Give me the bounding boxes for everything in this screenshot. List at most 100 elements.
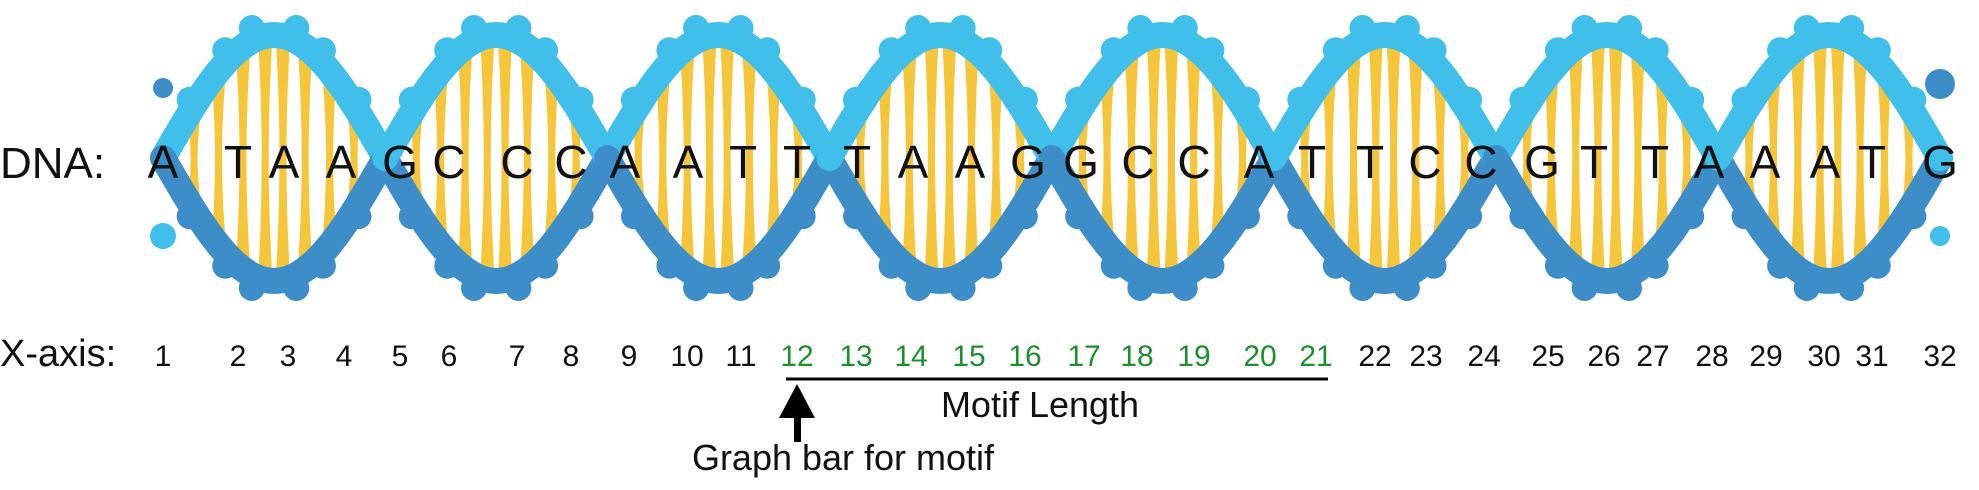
helix-bead bbox=[283, 15, 310, 42]
helix-bead bbox=[620, 203, 647, 230]
helix-bead bbox=[976, 37, 1003, 64]
base-pair-rung bbox=[480, 41, 495, 275]
helix-bead bbox=[1793, 15, 1820, 42]
helix-bead bbox=[1642, 252, 1669, 279]
helix-bead bbox=[176, 203, 203, 230]
helix-bead bbox=[1011, 203, 1038, 230]
dna-helix bbox=[150, 15, 1955, 301]
dna-label: DNA: bbox=[0, 139, 105, 188]
helix-bead bbox=[754, 252, 781, 279]
position-number: 6 bbox=[441, 340, 458, 373]
base-pair-rung bbox=[1766, 77, 1781, 239]
position-number: 8 bbox=[563, 340, 580, 373]
helix-bead bbox=[345, 86, 372, 113]
base-pair-rung bbox=[1386, 41, 1401, 275]
base-pair-rung bbox=[544, 77, 559, 239]
dna-base: A bbox=[610, 136, 641, 188]
position-number: 26 bbox=[1587, 340, 1620, 373]
helix-bead bbox=[212, 252, 239, 279]
helix-bead bbox=[212, 37, 239, 64]
helix-bead bbox=[878, 37, 905, 64]
position-number: 2 bbox=[230, 340, 247, 373]
helix-bead bbox=[789, 86, 816, 113]
helix-bead bbox=[1100, 37, 1127, 64]
dna-base: T bbox=[1858, 136, 1886, 188]
dna-base: A bbox=[898, 136, 929, 188]
position-number: 7 bbox=[509, 340, 526, 373]
base-pair-rung bbox=[942, 41, 957, 275]
helix-bead bbox=[1065, 203, 1092, 230]
dna-base: C bbox=[432, 136, 465, 188]
base-pair-rung bbox=[1368, 41, 1383, 275]
motif-position-number: 12 bbox=[780, 340, 813, 373]
helix-bead bbox=[1127, 274, 1154, 301]
dna-base: T bbox=[783, 136, 811, 188]
dna-base: A bbox=[1810, 136, 1841, 188]
helix-bead bbox=[1065, 86, 1092, 113]
motif-position-number: 16 bbox=[1008, 340, 1041, 373]
helix-bead bbox=[1349, 274, 1376, 301]
motif-position-number: 13 bbox=[839, 340, 872, 373]
helix-bead bbox=[843, 86, 870, 113]
motif-position-number: 19 bbox=[1177, 340, 1210, 373]
base-pair-rung bbox=[964, 52, 979, 264]
helix-bead bbox=[683, 274, 710, 301]
helix-bead bbox=[1509, 203, 1536, 230]
helix-bead bbox=[1731, 86, 1758, 113]
base-pair-rung bbox=[1608, 41, 1623, 275]
helix-bead bbox=[1616, 274, 1643, 301]
helix-bead bbox=[1678, 203, 1705, 230]
dna-base: C bbox=[500, 136, 533, 188]
helix-bead bbox=[505, 274, 532, 301]
helix-bead bbox=[1900, 86, 1927, 113]
dna-base: T bbox=[224, 136, 252, 188]
position-number: 27 bbox=[1636, 340, 1669, 373]
helix-bead bbox=[1616, 15, 1643, 42]
helix-bead bbox=[532, 252, 559, 279]
helix-bead bbox=[1456, 86, 1483, 113]
base-pair-rung bbox=[458, 52, 473, 264]
arrow-up-icon bbox=[779, 384, 815, 442]
dna-base: T bbox=[1641, 136, 1669, 188]
base-pair-rung bbox=[322, 77, 337, 239]
position-number: 29 bbox=[1749, 340, 1782, 373]
base-pair-rung bbox=[877, 77, 892, 239]
motif-position-number: 21 bbox=[1299, 340, 1332, 373]
base-pair-rung bbox=[680, 52, 695, 264]
base-pair-rung bbox=[520, 52, 535, 264]
position-number: 23 bbox=[1409, 340, 1442, 373]
dna-base: T bbox=[1356, 136, 1384, 188]
helix-bead bbox=[620, 86, 647, 113]
base-pair-rung bbox=[902, 52, 917, 264]
helix-bead bbox=[1767, 37, 1794, 64]
base-pair-rung bbox=[1164, 41, 1179, 275]
dna-base: A bbox=[269, 136, 300, 188]
position-number: 4 bbox=[336, 340, 353, 373]
helix-bead bbox=[1198, 37, 1225, 64]
dna-base: A bbox=[1244, 136, 1275, 188]
base-pair-rung bbox=[211, 77, 226, 239]
helix-bead bbox=[1864, 252, 1891, 279]
dna-base: G bbox=[1010, 136, 1046, 188]
dna-base: C bbox=[554, 136, 587, 188]
helix-bead bbox=[567, 203, 594, 230]
helix-bead bbox=[398, 203, 425, 230]
helix-bead bbox=[1509, 86, 1536, 113]
helix-bead bbox=[1678, 86, 1705, 113]
helix-bead bbox=[1544, 252, 1571, 279]
base-pair-rung bbox=[1630, 52, 1645, 264]
dna-base: C bbox=[1177, 136, 1210, 188]
base-pair-rung bbox=[1877, 77, 1892, 239]
position-number: 32 bbox=[1923, 340, 1956, 373]
helix-bead bbox=[1198, 252, 1225, 279]
base-pair-rung bbox=[275, 41, 290, 275]
motif-position-number: 15 bbox=[952, 340, 985, 373]
motif-length-label: Motif Length bbox=[941, 384, 1139, 425]
helix-bead bbox=[176, 86, 203, 113]
helix-bead bbox=[949, 15, 976, 42]
graph-bar-label: Graph bar for motif bbox=[692, 437, 995, 478]
base-pair-rung bbox=[298, 52, 313, 264]
